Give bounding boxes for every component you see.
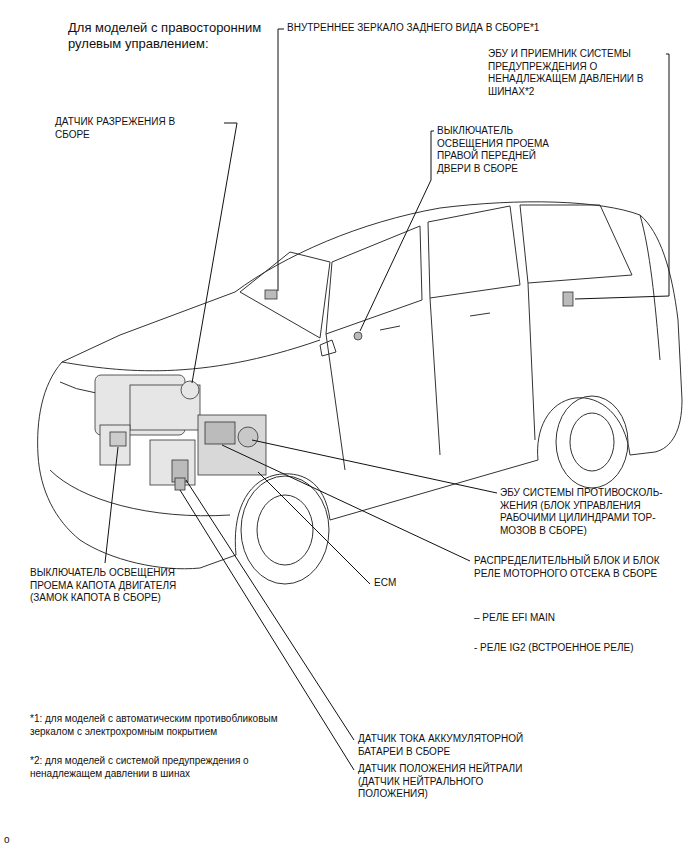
part-label: ЭБУ СИСТЕМЫ ПРОТИВОСКОЛЬ- ЖЕНИЯ (БЛОК УП… bbox=[500, 487, 678, 537]
footnote: *1: для моделей с автоматическим противо… bbox=[30, 713, 285, 738]
part-label: ECM bbox=[374, 577, 396, 590]
part-label: ВНУТРЕННЕЕ ЗЕРКАЛО ЗАДНЕГО ВИДА В СБОРЕ*… bbox=[287, 22, 539, 35]
part-label: ДАТЧИК РАЗРЕЖЕНИЯ В СБОРЕ bbox=[55, 116, 205, 141]
part-label: ДАТЧИК ТОКА АККУМУЛЯТОРНОЙ БАТАРЕИ В СБО… bbox=[358, 733, 553, 758]
part-label: ВЫКЛЮЧАТЕЛЬ ОСВЕЩЕНИЯ ПРОЕМА КАПОТА ДВИГ… bbox=[30, 567, 188, 605]
leader-lines bbox=[105, 29, 669, 770]
part-label: o bbox=[4, 834, 10, 847]
part-label: – РЕЛЕ EFI MAIN bbox=[474, 612, 555, 625]
part-label: ЭБУ И ПРИЕМНИК СИСТЕМЫ ПРЕДУПРЕЖДЕНИЯ О … bbox=[488, 48, 664, 98]
title: Для моделей с правосторонним рулевым упр… bbox=[68, 20, 283, 53]
part-label: ДАТЧИК ПОЛОЖЕНИЯ НЕЙТРАЛИ (ДАТЧИК НЕЙТРА… bbox=[358, 763, 528, 801]
part-label: РАСПРЕДЕЛИТЕЛЬНЫЙ БЛОК И БЛОК РЕЛЕ МОТОР… bbox=[474, 555, 664, 580]
footnote: *2: для моделей с системой предупреждени… bbox=[30, 755, 285, 780]
part-label: ВЫКЛЮЧАТЕЛЬ ОСВЕЩЕНИЯ ПРОЕМА ПРАВОЙ ПЕРЕ… bbox=[437, 125, 565, 175]
part-label: - РЕЛЕ IG2 (ВСТРОЕННОЕ РЕЛЕ) bbox=[474, 642, 634, 655]
